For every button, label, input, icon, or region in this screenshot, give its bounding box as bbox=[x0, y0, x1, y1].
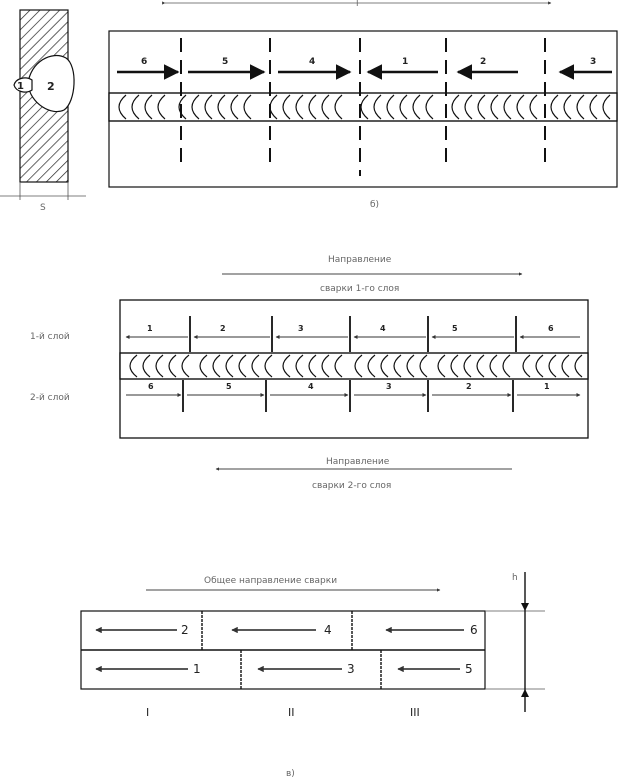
thickness-dim-label: S bbox=[40, 203, 46, 213]
figure-c: Общее направление сварки 2 4 6 1 3 5 bbox=[80, 572, 545, 779]
pass-label: 1 bbox=[193, 662, 201, 676]
segment-label: 4 bbox=[309, 57, 315, 67]
segment-label: 2 bbox=[480, 57, 486, 67]
cross-section: 1 2 S bbox=[0, 9, 86, 213]
zone-label: III bbox=[410, 706, 420, 719]
layer1-direction-note-2: сварки 1-го слоя bbox=[320, 284, 399, 294]
general-direction-note: Общее направление сварки bbox=[204, 576, 337, 586]
pass-arrows bbox=[95, 626, 464, 673]
pass-label: 3 bbox=[347, 662, 355, 676]
layer1-segment: 4 bbox=[380, 324, 386, 333]
length-dim-label: l bbox=[356, 0, 359, 9]
segment-label: 5 bbox=[222, 57, 228, 67]
segment-label: 6 bbox=[141, 57, 147, 67]
layer2-segment: 5 bbox=[226, 382, 232, 391]
figure-a: 1 2 S l bbox=[0, 0, 618, 213]
caption-a: б) bbox=[370, 200, 379, 210]
layer1-label: 1-й слой bbox=[30, 332, 70, 342]
layer2-direction-note: Направление bbox=[326, 457, 390, 467]
bead-2-label: 2 bbox=[47, 80, 55, 93]
layer2-segment: 6 bbox=[148, 382, 154, 391]
layer2-label: 2-й слой bbox=[30, 393, 70, 403]
layer2-segment: 4 bbox=[308, 382, 314, 391]
zone-label: II bbox=[288, 706, 295, 719]
zone-label: I bbox=[146, 706, 149, 719]
layer1-segment: 1 bbox=[147, 324, 153, 333]
segment-label: 1 bbox=[402, 57, 408, 67]
weld-ripples-b bbox=[129, 354, 583, 378]
weld-bead-1 bbox=[13, 77, 33, 93]
pass-label: 2 bbox=[181, 623, 189, 637]
layer2-direction-note-2: сварки 2-го слоя bbox=[312, 481, 391, 491]
layer1-segment: 6 bbox=[548, 324, 554, 333]
layer2-segment: 2 bbox=[466, 382, 472, 391]
pass-label: 5 bbox=[465, 662, 473, 676]
layer1-segment: 3 bbox=[298, 324, 304, 333]
layer2-segment: 3 bbox=[386, 382, 392, 391]
layer2-boundaries bbox=[182, 380, 514, 412]
pass-label: 6 bbox=[470, 623, 478, 637]
segment-boundaries bbox=[180, 38, 546, 176]
layer1-segment: 5 bbox=[452, 324, 458, 333]
height-dim-label: h bbox=[512, 573, 518, 583]
layer1-direction-note: Направление bbox=[328, 255, 392, 265]
figure-b: Направление сварки 1-го слоя 1-й слой 2-… bbox=[30, 255, 589, 491]
weld-seam bbox=[108, 92, 618, 122]
caption-c: в) bbox=[286, 769, 295, 779]
pass-label: 4 bbox=[324, 623, 332, 637]
bead-1-label: 1 bbox=[17, 81, 24, 92]
layer2-segment: 1 bbox=[544, 382, 550, 391]
layer1-boundaries bbox=[189, 316, 517, 352]
weld-ripples bbox=[118, 94, 611, 120]
segment-label: 3 bbox=[590, 57, 596, 67]
weld-seam-b bbox=[119, 352, 589, 380]
weld-bead-2 bbox=[27, 54, 75, 113]
layer1-segment: 2 bbox=[220, 324, 226, 333]
